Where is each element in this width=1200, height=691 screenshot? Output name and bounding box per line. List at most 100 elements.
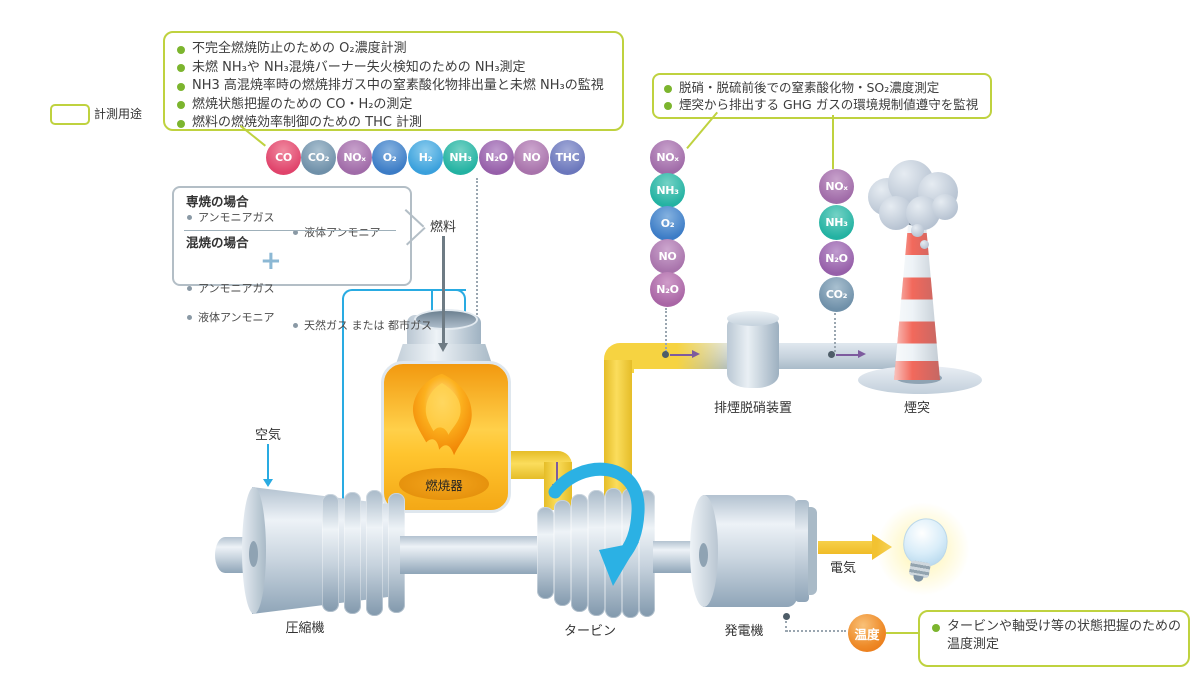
temperature-badge-label: 温度 [854,626,880,642]
combustion-measurement-box: 不完全燃焼防止のための O₂濃度計測 未燃 NH₃や NH₃混焼バーナー失火検知… [163,31,624,131]
generator-end-cap [808,507,817,595]
generator-label: 発電機 [724,624,764,639]
fuel-option: アンモニアガス [186,210,422,225]
dedicated-firing-title: 専焼の場合 [186,194,249,209]
gas-badge-n2o: N₂O [650,272,685,307]
compressor-rib [344,492,361,614]
plus-icon: + [260,246,282,276]
stack-label: 煙突 [903,401,930,416]
flow-arrowhead-purple [858,350,866,358]
panel-pointer-cover [404,211,409,244]
measurement-item: 未燃 NH₃や NH₃混焼バーナー失火検知のための NH₃測定 [175,59,612,78]
air-arrow-line [267,444,269,480]
fuel-arrow-line [442,236,445,344]
combustor-label: 燃焼器 [425,477,463,493]
fuel-option: 液体アンモニア [186,310,422,325]
gas-badge-thc: THC [550,140,585,175]
measurement-item: 燃焼状態把握のための CO・H₂の測定 [175,96,612,115]
gas-badge-n2o: N₂O [819,241,854,276]
gas-badge-co2: CO₂ [301,140,336,175]
temp-box-connector [886,632,920,634]
measure-point-generator [783,613,790,620]
flame-icon [412,373,472,456]
gas-badge-nh3: NH₃ [650,173,685,208]
air-arrowhead [263,479,273,487]
gas-badge-nh3: NH₃ [443,140,478,175]
air-pipe-corner [342,289,466,305]
exhaust-duct-hot-section [630,343,734,369]
combustor-opening [414,309,478,330]
compressor-label: 圧縮機 [285,621,325,636]
gas-badge-co2: CO₂ [819,277,854,312]
fuel-option-partner: 天然ガス または 都市ガス [292,318,528,333]
measurement-item: 煙突から排出する GHG ガスの環境規制値遵守を監視 [662,96,982,113]
temp-dotted-vertical [785,621,787,632]
compressor-rib [322,494,339,612]
smoke-puff-small [911,224,924,237]
turbine-ring [537,507,554,599]
measure-line-pre-denox [665,308,667,352]
fuel-label: 燃料 [430,220,457,235]
gas-badge-co: CO [266,140,301,175]
fuel-options-panel: 専焼の場合 アンモニアガス 液体アンモニア 混焼の場合 アンモニアガス 液体アン… [172,186,432,332]
gas-badge-o2: O₂ [650,206,685,241]
measure-line-stack [834,313,836,352]
flue-measurement-box: 脱硝・脱硫前後での窒素酸化物・SO₂濃度測定 煙突から排出する GHG ガスの環… [652,73,992,119]
temperature-measurement-box: タービンや軸受け等の状態把握のための温度測定 [918,610,1190,667]
combustor-label-ellipse: 燃焼器 [399,468,489,500]
gas-badge-no: NO [650,239,685,274]
denox-unit-label: 排煙脱硝装置 [713,401,792,416]
measure-point-stack [828,351,835,358]
legend-chip-label: 計測用途 [94,107,143,121]
combustor-shoulder [396,344,492,364]
compressor-hub [249,541,258,567]
compressor-rib [366,490,383,616]
air-branch-left [431,291,433,313]
smoke-puff-small [920,240,929,249]
measurement-item: 燃料の燃焼効率制御のための THC 計測 [175,114,612,133]
air-branch-right [452,289,466,317]
flow-line-purple [670,354,692,356]
rotation-arrow-icon [548,462,645,586]
measurement-item: タービンや軸受け等の状態把握のための温度測定 [930,618,1181,653]
turbine-ring [554,500,571,606]
fuel-option: アンモニアガス [186,281,422,296]
generator-hub [699,543,708,567]
generator-body [703,495,797,607]
turbine-ring [588,490,605,616]
denox-unit-top [727,311,779,326]
gas-badge-no: NO [514,140,549,175]
fuel-option: 液体アンモニア [292,225,528,240]
measurement-item: 不完全燃焼防止のための O₂濃度計測 [175,40,612,59]
measurement-item: 脱硝・脱硫前後での窒素酸化物・SO₂濃度測定 [662,79,982,96]
gas-badge-nox: NOₓ [337,140,372,175]
electricity-label: 電気 [830,561,857,576]
chimney-stack [894,222,940,380]
denox-unit-body [727,318,779,388]
flow-arrowhead-purple [692,350,700,358]
gas-badge-nox: NOₓ [819,169,854,204]
gas-badge-nox: NOₓ [650,140,685,175]
generator-end-ring [795,500,809,602]
panel-divider [184,230,396,231]
air-label: 空気 [255,428,282,443]
bulb-glass [899,514,952,570]
measurement-item: NH3 高混焼率時の燃焼排ガス中の窒素酸化物排出量と未燃 NH₃の監視 [175,77,612,96]
gas-badge-h2: H₂ [408,140,443,175]
measure-line-combustor [476,178,478,362]
pipe-flow-line [556,462,558,484]
electricity-arrow-shaft [818,541,874,554]
measure-point-pre-denox [662,351,669,358]
turbine-ring [571,494,588,612]
smoke-cloud [932,194,958,220]
bulb-tip [912,574,924,583]
flow-line-purple [836,354,858,356]
cofiring-title: 混焼の場合 [186,235,249,250]
flue-box-connector-right [832,115,834,169]
legend-chip [50,104,90,125]
compressor-rib [388,493,405,613]
fuel-arrowhead [438,343,448,352]
gas-badge-nh3: NH₃ [819,205,854,240]
gas-badge-n2o: N₂O [479,140,514,175]
